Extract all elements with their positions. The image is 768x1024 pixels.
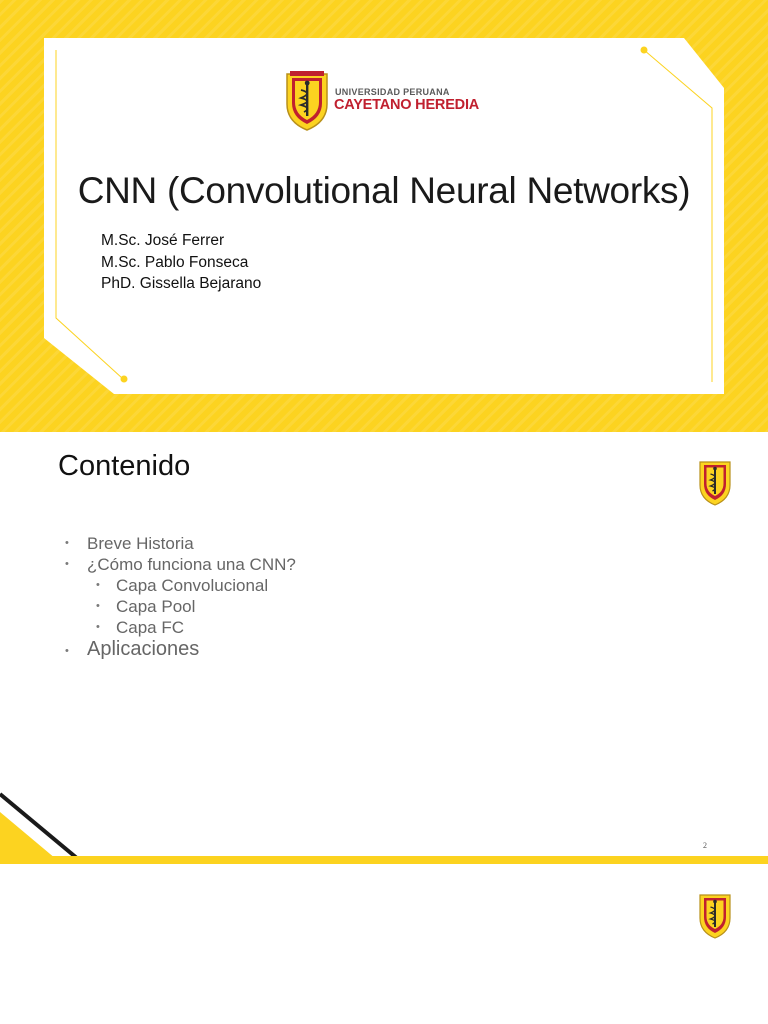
list-item: • Capa Pool	[58, 596, 296, 617]
list-item: • Capa FC	[58, 617, 296, 638]
list-item: • Capa Convolucional	[58, 575, 296, 596]
next-slide	[0, 864, 768, 1024]
bullet-icon: •	[96, 621, 100, 633]
bullet-icon: •	[65, 537, 69, 549]
bullet-icon: •	[96, 600, 100, 612]
title-card	[44, 38, 724, 394]
list-item-text: Capa Convolucional	[116, 576, 269, 595]
slide-title: CNN (Convolutional Neural Networks)	[77, 170, 691, 211]
upch-shield-icon	[286, 71, 328, 131]
list-item: • ¿Cómo funciona una CNN?	[58, 554, 296, 575]
author-name: M.Sc. Pablo Fonseca	[101, 253, 249, 271]
footer-bar	[0, 856, 768, 864]
author-name: PhD. Gissella Bejarano	[101, 275, 262, 292]
list-item: • Aplicaciones	[58, 639, 296, 660]
author-name: M.Sc. José Ferrer	[101, 232, 225, 249]
page-number: 2	[703, 841, 707, 850]
list-item-text: Capa FC	[116, 618, 185, 637]
contents-list: • Breve Historia • ¿Cómo funciona una CNN?…	[58, 533, 296, 660]
list-item-text: Capa Pool	[116, 597, 196, 616]
list-item-text: ¿Cómo funciona una CNN?	[87, 555, 296, 574]
list-item-text: Aplicaciones	[87, 638, 200, 660]
bullet-icon: •	[65, 558, 69, 570]
contents-slide: Contenido • Breve Historia • ¿Cómo funcion…	[0, 432, 768, 864]
corner-decoration	[0, 792, 86, 864]
list-item-text: Breve Historia	[87, 534, 194, 553]
upch-shield-icon	[699, 461, 731, 506]
list-item: • Breve Historia	[58, 533, 296, 554]
university-name-line2: CAYETANO HEREDIA	[334, 97, 480, 113]
title-slide: UNIVERSIDAD PERUANA CAYETANO HEREDIA CNN…	[0, 0, 768, 432]
university-name-line1: UNIVERSIDAD PERUANA	[335, 87, 450, 97]
bullet-icon: •	[65, 645, 69, 657]
author-list: M.Sc. José Ferrer M.Sc. Pablo Fonseca Ph…	[101, 230, 261, 295]
bullet-icon: •	[96, 579, 100, 591]
upch-shield-icon	[699, 894, 731, 939]
university-logo: UNIVERSIDAD PERUANA CAYETANO HEREDIA	[284, 70, 494, 132]
slide-title: Contenido	[58, 450, 191, 482]
